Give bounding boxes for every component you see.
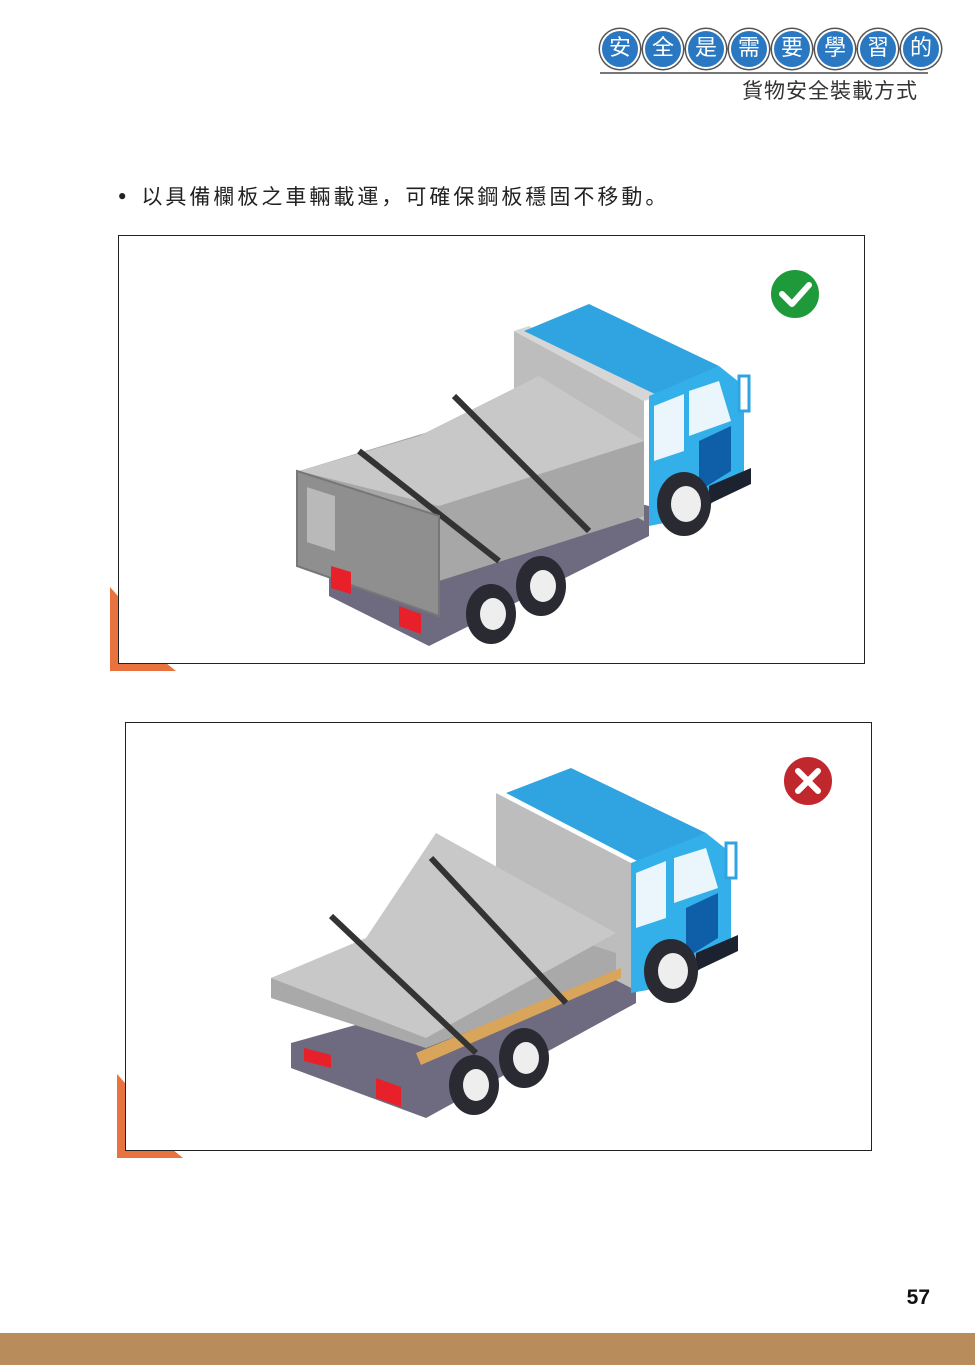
- series-title-badges: 安 全 是 需 要 學 習 的: [600, 29, 941, 69]
- truck: [271, 768, 738, 1118]
- corner-accent: [110, 587, 119, 671]
- title-badge: 要: [772, 29, 812, 69]
- corner-accent: [117, 1074, 126, 1158]
- incorrect-example-panel: [125, 722, 872, 1151]
- title-badge: 習: [858, 29, 898, 69]
- cross-icon: [782, 755, 834, 807]
- bullet-text: 以具備欄板之車輛載運，可確保鋼板穩固不移動。: [141, 185, 670, 209]
- title-badge: 安: [600, 29, 640, 69]
- footer-bar: [0, 1333, 975, 1365]
- check-icon: [769, 268, 821, 320]
- corner-accent: [117, 1150, 183, 1158]
- truck-without-side-boards-illustration: [271, 755, 834, 1118]
- title-badge: 是: [686, 29, 726, 69]
- page-number: 57: [906, 1286, 930, 1309]
- correct-example-panel: [118, 235, 865, 664]
- title-badge: 的: [901, 29, 941, 69]
- title-badge: 全: [643, 29, 683, 69]
- truck: [296, 304, 751, 646]
- header-divider: [600, 72, 928, 74]
- corner-accent: [110, 663, 176, 671]
- title-badge: 學: [815, 29, 855, 69]
- truck-with-side-boards-illustration: [296, 268, 821, 646]
- bullet-point: • 以具備欄板之車輛載運，可確保鋼板穩固不移動。: [116, 181, 669, 211]
- section-subtitle: 貨物安全裝載方式: [742, 79, 918, 103]
- bullet-dot: •: [116, 185, 132, 209]
- title-badge: 需: [729, 29, 769, 69]
